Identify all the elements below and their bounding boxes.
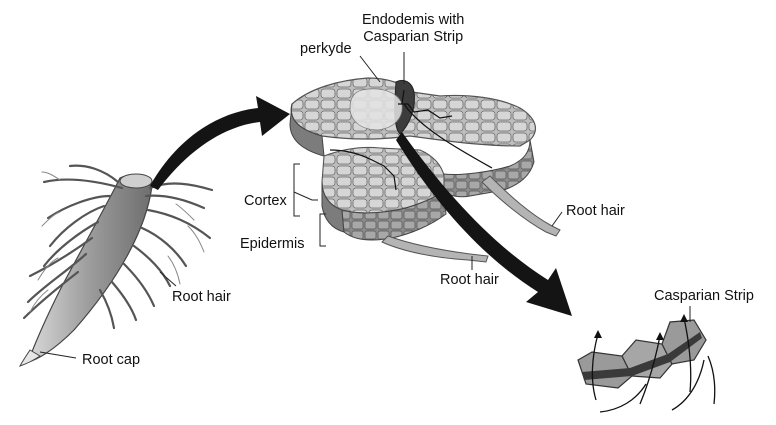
zoom-arrow-1 [150,96,290,190]
root-hair-mid-label: Root hair [440,272,499,289]
endodermis-label: Endodemis with Casparian Strip [362,12,464,46]
cortex-label: Cortex [244,193,287,210]
root-body [28,175,152,362]
root-illustration [20,166,212,366]
root-cut-top [120,174,152,188]
epidermis-label: Epidermis [240,236,304,253]
root-cap-label: Root cap [82,352,140,369]
casparian-strip-label: Casparian Strip [654,288,754,305]
endodermis-label-line2: Casparian Strip [362,29,464,46]
root-hair-right-leader [552,212,562,226]
vascular-tissue [350,89,402,130]
root-cap-leader [40,352,76,358]
root-hair-left-label: Root hair [172,289,231,306]
block-root-hair-right [482,176,560,236]
perkyde-label: perkyde [300,41,352,58]
root-hair-right-label: Root hair [566,203,625,220]
epidermis-bracket [320,214,326,246]
cortex-bracket [294,164,318,216]
casparian-strip-illustration [578,314,715,412]
endodermis-label-line1: Endodemis with [362,12,464,29]
